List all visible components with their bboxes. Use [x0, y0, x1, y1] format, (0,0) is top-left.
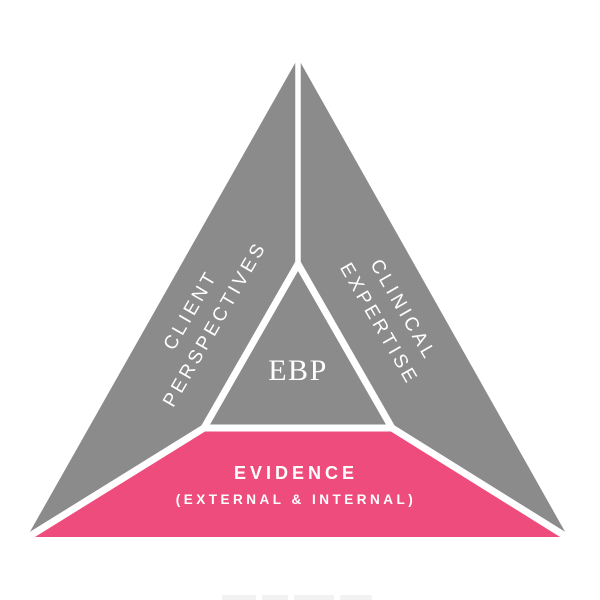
client-perspectives-section: [27, 58, 298, 537]
evidence-label: EVIDENCE: [234, 463, 358, 483]
cropped-caption-remnant: [222, 595, 378, 600]
left-divider-line: [23, 425, 206, 542]
ebp-inner-triangle: [197, 256, 399, 432]
clinical-expertise-section: [298, 58, 568, 537]
ebp-center-label: EBP: [268, 354, 328, 387]
right-divider-line: [390, 425, 572, 542]
evidence-sub-label: (EXTERNAL & INTERNAL): [176, 492, 417, 507]
